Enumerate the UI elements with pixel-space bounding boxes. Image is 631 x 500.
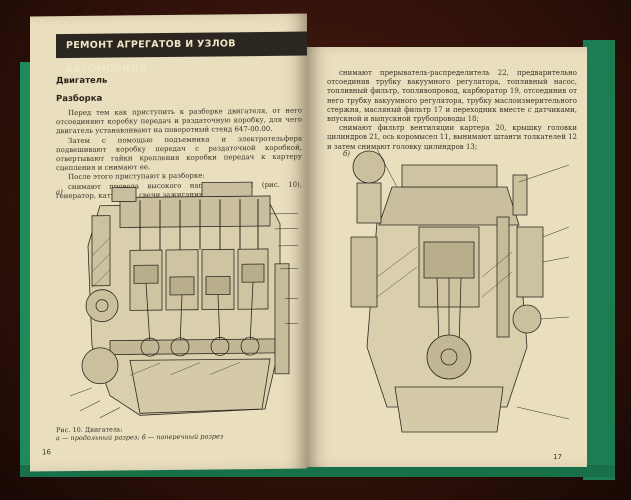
figure-caption: Рис. 10. Двигатель: а — продольный разре… bbox=[56, 424, 223, 442]
engine-cross-section-drawing bbox=[350, 148, 570, 433]
figure-label: б) bbox=[343, 150, 351, 158]
book-cover-right-edge bbox=[583, 40, 615, 480]
page-number: 16 bbox=[42, 448, 51, 457]
paragraph: снимают фильтр вентиляции картера 20, кр… bbox=[327, 124, 577, 151]
left-page: РЕМОНТ АГРЕГАТОВ И УЗЛОВ АВТОМОБИЛЯ Двиг… bbox=[30, 13, 307, 472]
page-number: 17 bbox=[553, 453, 562, 461]
paragraph: снимают прерыватель-распределитель 22, п… bbox=[327, 69, 577, 124]
right-page-text: снимают прерыватель-распределитель 22, п… bbox=[327, 69, 577, 152]
right-page: снимают прерыватель-распределитель 22, п… bbox=[307, 47, 587, 467]
engine-longitudinal-section-drawing bbox=[69, 181, 298, 418]
